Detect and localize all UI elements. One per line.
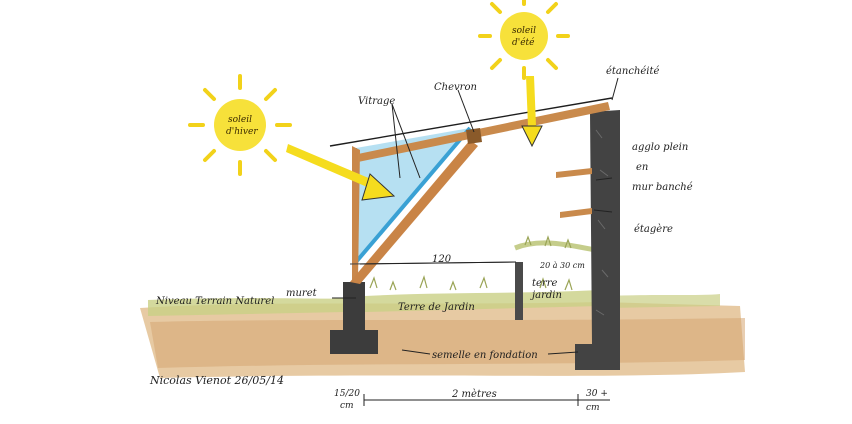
garden-post: [515, 262, 523, 320]
label-terre-right-1: terre: [532, 278, 557, 289]
label-agglo-2: en: [636, 162, 648, 173]
summer-sun: soleil d'été: [478, 0, 570, 80]
leader-lines: [332, 77, 619, 355]
summer-sun-label-1: soleil: [512, 26, 536, 36]
label-niveau-terrain: Niveau Terrain Naturel: [155, 296, 274, 307]
winter-sun-label-1: soleil: [228, 115, 252, 125]
label-terre-right-2: jardin: [530, 290, 562, 301]
label-etancheite: étanchéité: [606, 66, 660, 77]
label-bottom-left-2: cm: [340, 401, 354, 411]
summer-sun-ray: [521, 76, 543, 148]
label-width-inner: 120: [432, 254, 452, 265]
label-etagere: étagère: [634, 224, 673, 235]
label-bottom-left-1: 15/20: [334, 389, 360, 399]
label-agglo-3: mur banché: [632, 182, 693, 193]
label-bottom-center: 2 mètres: [451, 389, 497, 400]
label-semelle: semelle en fondation: [432, 350, 538, 361]
winter-sun-label-2: d'hiver: [226, 127, 258, 137]
label-vitrage: Vitrage: [358, 96, 395, 107]
label-bottom-right-2: cm: [586, 403, 600, 413]
grass-strip: [148, 235, 720, 316]
winter-sun: soleil d'hiver: [188, 74, 292, 176]
left-footing: [330, 282, 378, 354]
label-muret: muret: [286, 288, 318, 299]
right-wall: [575, 110, 620, 370]
label-agglo-1: agglo plein: [632, 142, 688, 153]
winter-sun-ray: [286, 144, 396, 201]
label-chevron: Chevron: [434, 82, 477, 93]
label-bottom-right-1: 30 +: [586, 389, 608, 399]
label-terre-jardin-left: Terre de Jardin: [398, 302, 475, 313]
summer-sun-label-2: d'été: [512, 37, 535, 48]
bottom-dimension: [363, 394, 610, 406]
signature: Nicolas Vienot 26/05/14: [149, 374, 284, 387]
label-width-right: 20 à 30 cm: [539, 261, 585, 270]
